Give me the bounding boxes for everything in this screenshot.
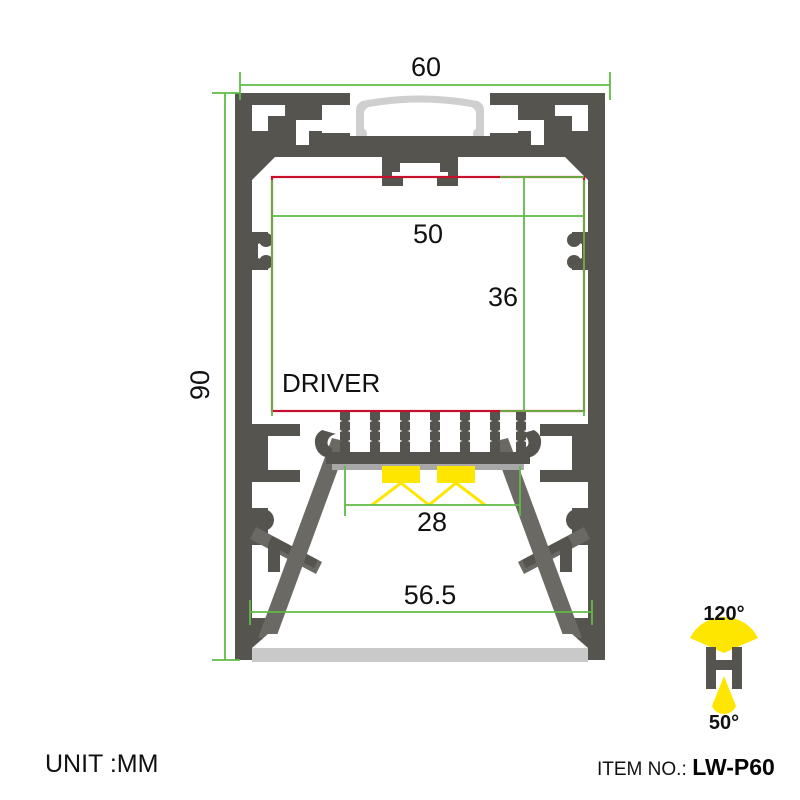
- heatsink-fins: [340, 410, 526, 454]
- beam-angle-diagram: 120° 50°: [690, 603, 758, 734]
- screw-channel-left: [252, 232, 273, 270]
- item-number-block: ITEM NO.: LW-P60: [597, 754, 775, 780]
- beam-cone-50-icon: [712, 676, 736, 714]
- dim-text-driver-height: 36: [488, 282, 518, 312]
- heatsink-assembly: [314, 410, 542, 470]
- beam-angle-lower-label: 50°: [709, 712, 739, 734]
- reflector-walls: [258, 438, 582, 638]
- dim-text-led-width: 28: [417, 507, 447, 537]
- item-number-value: LW-P60: [692, 754, 775, 780]
- led-chips: [382, 466, 475, 483]
- dim-text-aperture-width: 56.5: [404, 580, 457, 610]
- dim-text-overall-height: 90: [185, 370, 215, 400]
- beam-cone-120-icon: [690, 616, 758, 653]
- light-beam-rays: [371, 481, 486, 507]
- dim-text-overall-width: 60: [411, 52, 441, 82]
- unit-label: UNIT :MM: [45, 750, 158, 778]
- led-chip-right: [437, 466, 475, 483]
- item-number-prefix: ITEM NO.:: [597, 759, 687, 780]
- dim-text-driver-width: 50: [413, 219, 443, 249]
- dimension-lines: [212, 72, 611, 661]
- profile-glyph-web: [706, 660, 742, 670]
- driver-compartment-label: DRIVER: [282, 368, 380, 398]
- bottom-diffuser-panel: [252, 634, 588, 662]
- led-chip-left: [382, 466, 420, 483]
- beam-angle-upper-label: 120°: [703, 603, 744, 625]
